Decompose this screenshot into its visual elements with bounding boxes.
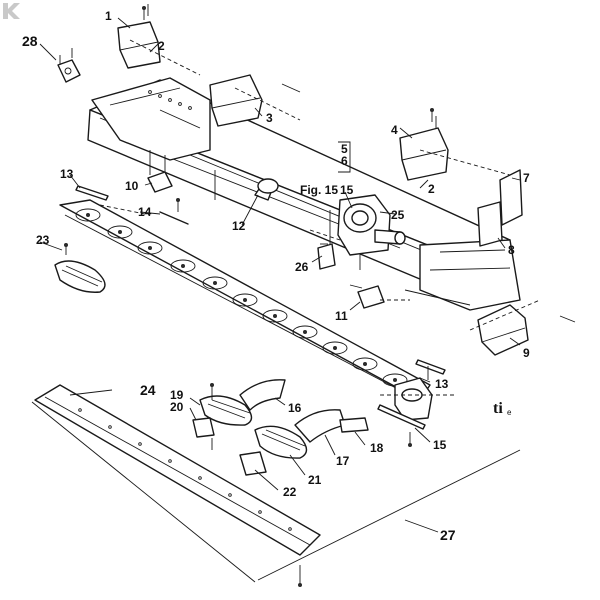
label-6: 6 [341,154,348,168]
plate-8 [477,201,503,247]
main-frame [87,77,521,311]
shield-3 [209,74,263,127]
rod-14 [159,211,189,225]
label-28: 28 [22,33,38,49]
label-9: 9 [523,346,530,360]
corner-mark-text: ti [493,400,503,417]
label-1: 1 [105,9,112,23]
plate-11 [357,285,385,309]
label-11: 11 [335,309,348,323]
label-10: 10 [125,179,139,193]
label-26: 26 [295,260,309,274]
label-12: 12 [232,219,246,233]
label-13a: 13 [60,167,74,181]
brand-logo [0,0,22,22]
knife-16 [239,379,286,411]
label-22: 22 [283,485,297,499]
strip-13-right [415,359,446,375]
label-15b: 15 [433,438,447,452]
disc-21-22 [239,425,308,476]
label-23: 23 [36,233,50,247]
label-20: 20 [170,400,184,414]
corner-mark-sub: e [507,408,512,417]
shield-9 [477,304,529,356]
disc-19-20 [192,395,253,438]
callout-labels: 1 2 2 3 4 5 6 7 8 9 10 11 12 13 13 14 15… [22,9,530,543]
strip-15-right [377,404,426,430]
label-2b: 2 [428,182,435,196]
corner-ti-mark: ti e [493,400,512,417]
plate-10 [147,171,173,193]
label-17: 17 [336,454,350,468]
label-25: 25 [391,208,405,222]
label-16: 16 [288,401,302,415]
shield-4 [399,127,449,181]
knife-17-18 [294,409,369,443]
label-14: 14 [138,205,152,219]
cutter-bar [59,199,433,421]
label-15a: 15 [340,183,354,197]
label-24: 24 [140,382,156,398]
label-18: 18 [370,441,384,455]
bracket-28 [57,48,81,83]
label-19: 19 [170,388,184,402]
label-21: 21 [308,473,322,487]
label-fig-15: Fig. 15 [300,183,338,197]
gearbox [337,194,406,256]
plate-7 [499,169,523,226]
label-7: 7 [523,171,530,185]
label-27: 27 [440,527,456,543]
strip-13-left [75,185,109,201]
label-5: 5 [341,142,348,156]
disc-23 [54,260,106,293]
guard-bar-24 [34,384,321,556]
assembly-dash-lines [31,39,541,583]
leader-lines [39,17,521,533]
label-2a: 2 [158,39,165,53]
label-13b: 13 [435,377,449,391]
label-3: 3 [266,111,273,125]
label-8: 8 [508,243,515,257]
label-4: 4 [391,123,398,137]
plate-26 [317,243,336,270]
